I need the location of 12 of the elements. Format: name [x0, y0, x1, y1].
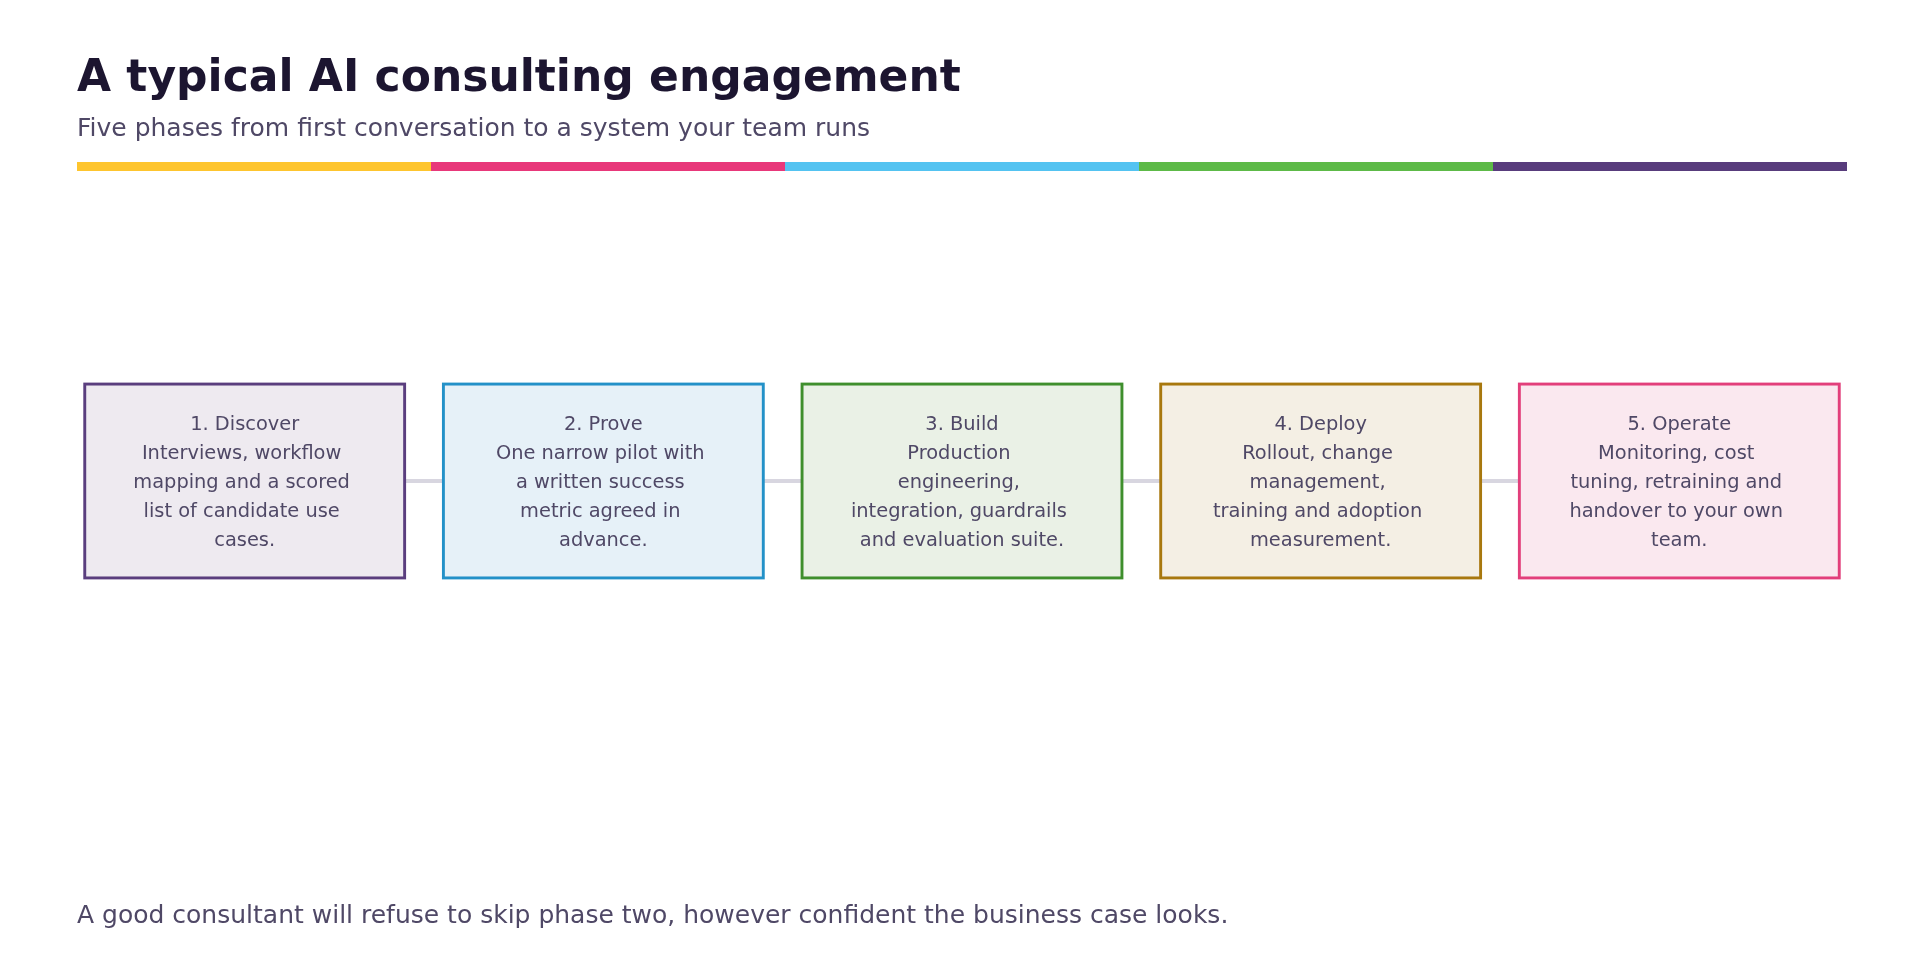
node-box: 3. Build Production engineering, integration, guardrails and evaluation suite. — [800, 382, 1124, 580]
connector — [1121, 479, 1161, 483]
connector — [1480, 479, 1520, 483]
connector — [763, 479, 803, 483]
node-box: 4. Deploy Rollout, change management, training and adoption measurement. — [1159, 382, 1483, 580]
node-box: 2. Prove One narrow pilot with a written success metric agreed in advance. — [441, 382, 765, 580]
connector — [404, 479, 444, 483]
subtitle: Five phases from first conversation to a system your team runs — [77, 113, 871, 142]
caption: A good consultant will refuse to skip phase two, however confident the business case looks. — [77, 900, 1229, 929]
title: A typical AI consulting engagement — [77, 50, 961, 101]
node-box: 1. Discover Interviews, workflow mapping and a scored list of candidate use cases. — [83, 382, 407, 580]
node-box: 5. Operate Monitoring, cost tuning, retraining and handover to your own team. — [1517, 382, 1841, 580]
